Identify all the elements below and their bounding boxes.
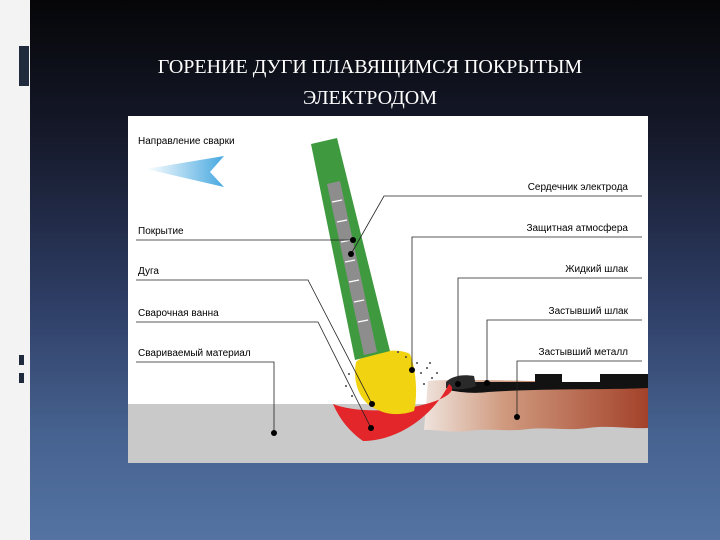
diagram-drawing xyxy=(128,138,648,463)
title-line-1: ГОРЕНИЕ ДУГИ ПЛАВЯЩИМСЯ ПОКРЫТЫМ xyxy=(157,56,583,78)
label-coating: Покрытие xyxy=(138,226,184,237)
side-decoration xyxy=(19,355,24,365)
slide-title: ГОРЕНИЕ ДУГИ ПЛАВЯЩИМСЯ ПОКРЫТЫМ ЭЛЕКТРО… xyxy=(60,52,680,114)
label-shielding-atmosphere: Защитная атмосфера xyxy=(526,223,628,234)
title-line-2: ЭЛЕКТРОДОМ xyxy=(303,87,437,109)
shielding-atmosphere xyxy=(345,351,438,397)
welding-direction-arrow xyxy=(146,156,224,187)
label-solidified-slag: Застывший шлак xyxy=(548,306,628,317)
right-leaders xyxy=(350,195,642,417)
label-electrode-core: Сердечник электрода xyxy=(527,182,628,193)
leader-endpoints xyxy=(271,237,520,436)
side-decoration xyxy=(19,373,24,383)
slide-side-strip xyxy=(0,0,30,540)
label-base-material: Свариваемый материал xyxy=(138,348,251,359)
label-weld-pool: Сварочная ванна xyxy=(138,308,219,319)
side-decoration xyxy=(19,46,29,86)
liquid-slag-edge xyxy=(446,375,476,390)
solidified-weld-metal xyxy=(424,379,648,432)
arc xyxy=(355,350,417,415)
solidified-slag xyxy=(448,374,648,393)
label-liquid-slag: Жидкий шлак xyxy=(565,264,628,275)
label-solidified-metal: Застывший металл xyxy=(538,347,628,358)
label-welding-direction: Направление сварки xyxy=(138,136,235,147)
label-arc: Дуга xyxy=(138,266,159,277)
electrode-core xyxy=(327,181,377,355)
electrode-core-highlights xyxy=(331,199,369,323)
welding-diagram: Направление сварки Покрытие Дуга Сварочн… xyxy=(128,116,648,463)
left-leaders xyxy=(136,239,373,433)
